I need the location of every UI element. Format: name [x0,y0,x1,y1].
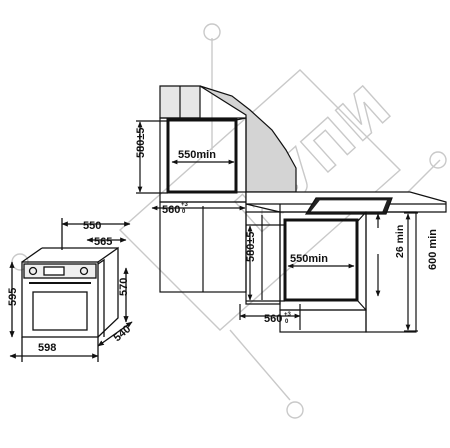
counter-dim-26min: 26 min [394,225,406,258]
counter-right-cabinet [365,211,417,333]
oven-display [43,266,65,276]
watermark: КУПИ [11,23,447,419]
tall-niche [166,118,238,194]
svg-text:0: 0 [182,209,186,215]
oven-body [21,261,99,338]
dim-570: 570 [118,278,130,296]
tall-dim-550min: 550min [178,149,216,161]
counter-dim-600min: 600 min [427,229,439,270]
tall-dim-560-tolerance: +3 [181,202,189,208]
oven-door-window [32,291,88,331]
tall-dim-560: 560 [162,204,180,216]
dim-565: 565 [94,236,112,248]
counter-dim-560-tolerance: +3 [284,312,292,318]
under-counter-installation [239,191,447,333]
dim-595: 595 [7,288,19,306]
oven-knob-left [28,266,38,276]
counter-niche [283,218,359,302]
tall-dim-580: 580±5 [135,127,147,158]
oven-knob-right [79,266,89,276]
dim-598: 598 [38,342,56,354]
svg-text:0: 0 [285,319,289,325]
counter-dim-580: 580±5 [245,231,257,262]
oven-front-view [9,218,133,362]
counter-dim-560: 560 [264,313,282,325]
counter-dim-550min: 550min [290,253,328,265]
tall-cabinet [136,85,297,293]
dim-550: 550 [83,220,101,232]
dim-540: 540 [111,323,133,344]
